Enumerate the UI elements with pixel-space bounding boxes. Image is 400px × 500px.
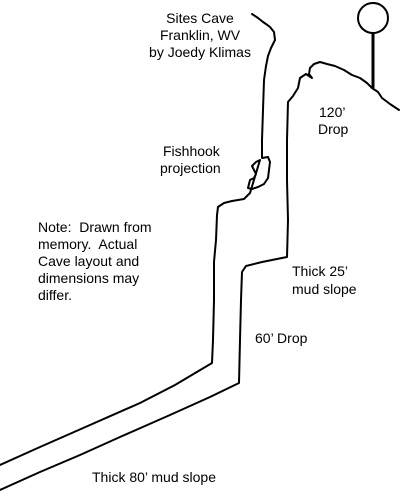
note-line1: Note: Drawn from — [38, 219, 152, 235]
diagram-title-line3: by Joedy Klimas — [149, 44, 251, 60]
fishhook-label-line2: projection — [160, 160, 221, 176]
drop-120-label-line2: Drop — [318, 121, 349, 137]
note-line2: memory. Actual — [38, 236, 138, 252]
diagram-title-line1: Sites Cave — [166, 10, 234, 26]
surface-anchor-ring — [357, 2, 389, 34]
drop-120-label-line1: 120’ — [319, 104, 346, 120]
note-line5: differ. — [38, 287, 72, 303]
note-line3: Cave layout and — [38, 253, 140, 269]
mud-slope-80-label: Thick 80’ mud slope — [92, 469, 216, 485]
fishhook-label-line1: Fishhook — [163, 143, 220, 159]
right-cave-wall — [0, 61, 400, 491]
drop-60-label: 60’ Drop — [255, 330, 308, 346]
diagram-title-line2: Franklin, WV — [159, 27, 241, 43]
mud-slope-25-label-line1: Thick 25’ — [292, 263, 349, 279]
mud-slope-25-label-line2: mud slope — [292, 281, 357, 297]
left-cave-wall — [0, 13, 276, 466]
note-line4: dimensions may — [38, 270, 140, 286]
